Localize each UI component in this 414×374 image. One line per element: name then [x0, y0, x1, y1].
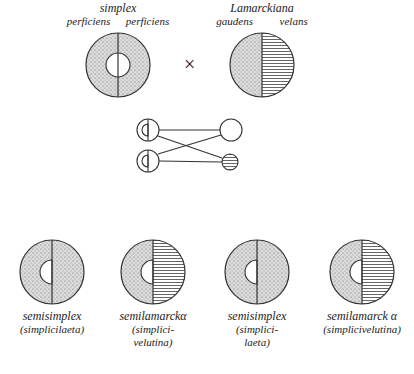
- offspring-circle: semisimplex(simplicilaeta): [2, 238, 102, 336]
- strain-name: Lamarckiana: [230, 2, 294, 15]
- factor-name: perficiens: [67, 15, 110, 28]
- strain-name: simplex: [100, 2, 137, 15]
- factor-row: gaudens velans: [203, 15, 321, 28]
- genome-circle: [328, 238, 396, 306]
- hybrid-name: semisimplex: [23, 310, 82, 323]
- formula-name: (simplicilaeta): [20, 323, 84, 336]
- formula-name: (simplicivelutina): [323, 323, 401, 336]
- formula-name: (simplici- laeta): [226, 323, 288, 349]
- genome-circle: [228, 31, 296, 99]
- genome-circle: [18, 238, 86, 306]
- formula-name: (simplici- velutina): [122, 323, 184, 349]
- genome-circle: [119, 238, 187, 306]
- genome-circle: [84, 31, 152, 99]
- genome-circle: [223, 238, 291, 306]
- offspring-circle: semilamarck α(simplicivelutina): [312, 238, 412, 336]
- parent-circle: Lamarckianagaudens velans: [203, 2, 321, 99]
- hybrid-name: semisimplex: [228, 310, 287, 323]
- factor-name: gaudens: [216, 15, 253, 28]
- hybrid-name: semilamarck α: [327, 310, 397, 323]
- offspring-circle: semilamarckα(simplici- velutina): [103, 238, 203, 349]
- factor-name: perficiens: [126, 15, 169, 28]
- factor-row: perficiens perficiens: [59, 15, 177, 28]
- offspring-circle: semisimplex(simplici- laeta): [207, 238, 307, 349]
- factor-name: velans: [280, 15, 308, 28]
- cross-sign: ×: [184, 53, 195, 76]
- parent-circle: simplexperficiens perficiens: [59, 2, 177, 99]
- hybrid-name: semilamarckα: [119, 310, 186, 323]
